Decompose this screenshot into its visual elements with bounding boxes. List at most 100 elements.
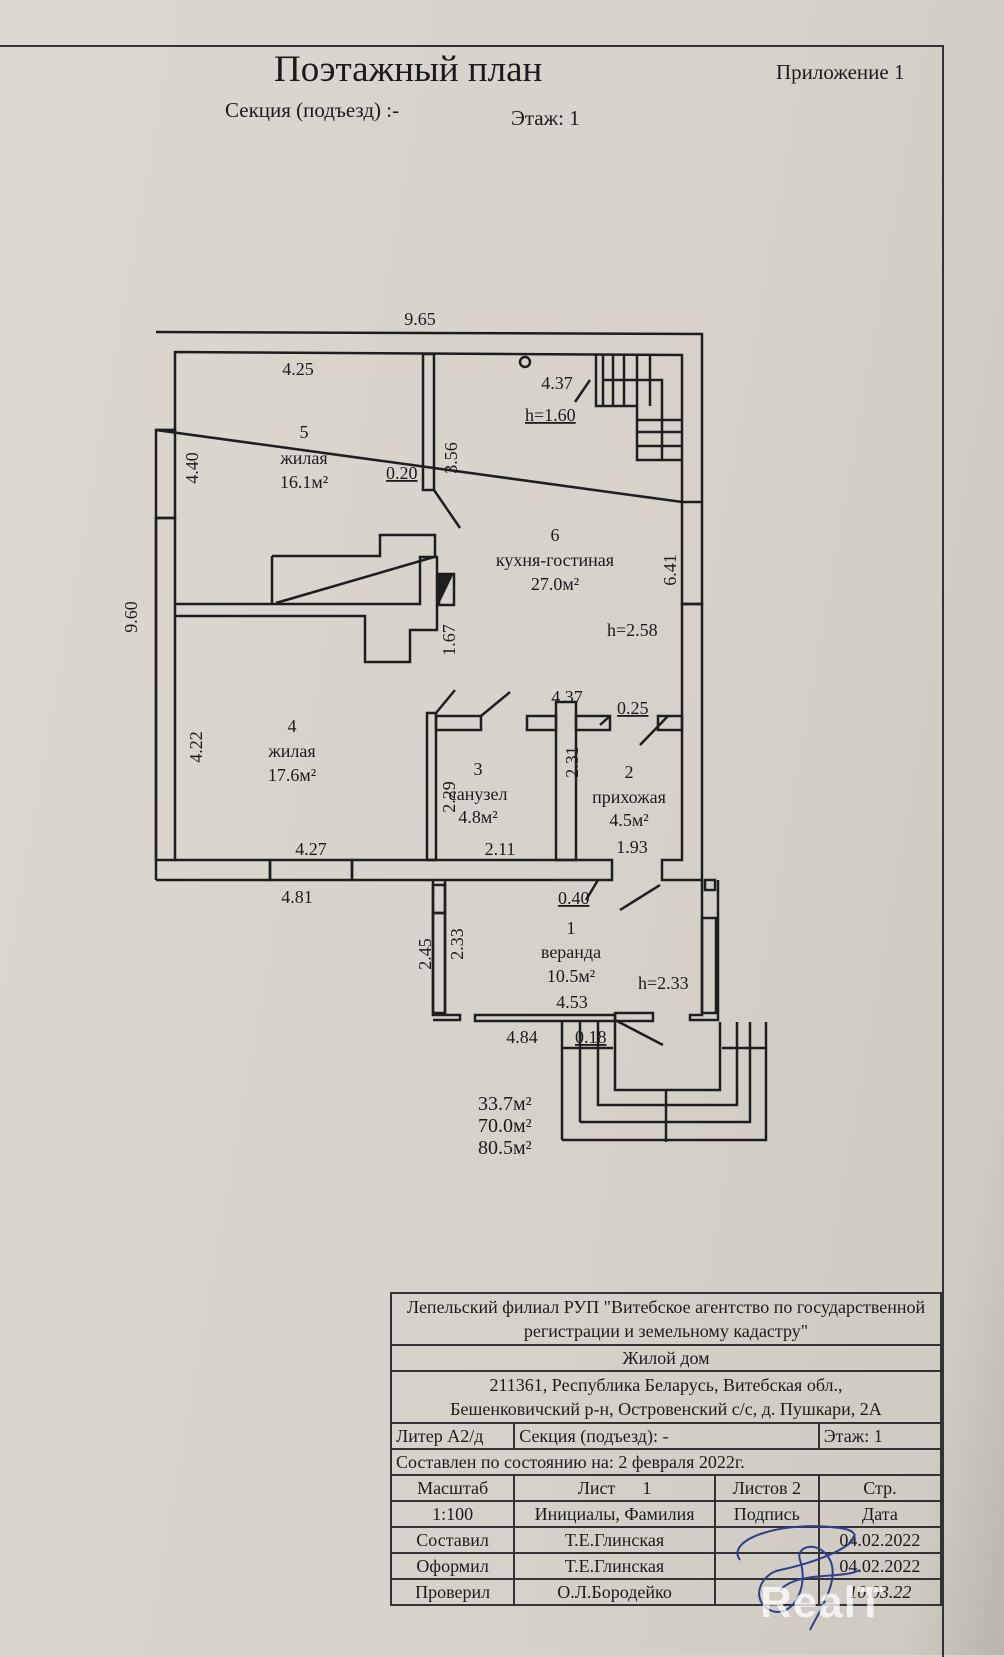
svg-text:10.5м²: 10.5м² — [547, 966, 595, 986]
role: Оформил — [389, 1552, 516, 1580]
date-header: Дата — [817, 1500, 943, 1528]
dim-room6-depth: 6.41 — [660, 554, 680, 586]
scale-value: 1:100 — [389, 1500, 516, 1528]
partition-top — [421, 352, 436, 492]
floor-info: Этаж: 1 — [817, 1422, 943, 1450]
svg-text:санузел: санузел — [449, 784, 508, 804]
veranda-window-left — [431, 911, 447, 1015]
porch-steps — [560, 1022, 768, 1142]
svg-text:1: 1 — [567, 918, 576, 938]
sign-date: 04.02.2022 — [817, 1526, 943, 1554]
svg-text:17.6м²: 17.6м² — [268, 765, 316, 785]
window-right — [680, 500, 704, 606]
svg-text:6: 6 — [551, 525, 560, 545]
ceiling-height-main: h=2.58 — [607, 620, 658, 640]
dim-room4-width: 4.27 — [295, 839, 327, 859]
outer-wall-left — [154, 516, 177, 862]
object-address: 211361, Республика Беларусь, Витебская о… — [390, 1370, 942, 1424]
svg-text:веранда: веранда — [541, 942, 601, 962]
dim-room5-width: 4.25 — [282, 359, 314, 379]
dim-veranda-inner-depth: 2.33 — [447, 928, 467, 960]
dim-stair-height: h=1.60 — [525, 405, 576, 425]
sheet-frame — [0, 45, 944, 1657]
title-block: Лепельский филиал РУП "Витебское агентст… — [389, 1292, 943, 1606]
sheet-info: Лист 1 — [513, 1474, 716, 1502]
section-info: Секция (подъезд): - — [513, 1422, 820, 1450]
appendix-label: Приложение 1 — [776, 60, 905, 84]
role: Составил — [389, 1526, 516, 1554]
area-totals: 33.7м² 70.0м² 80.5м² — [478, 1093, 532, 1159]
signoff-row: Проверил О.Л.Бородейко 10.03.22 — [389, 1578, 943, 1606]
object-name: Жилой дом — [390, 1344, 942, 1372]
svg-text:кухня-гостиная: кухня-гостиная — [496, 550, 614, 570]
riser-pipe — [518, 355, 532, 369]
dim-wall-040: 0.40 — [558, 888, 590, 908]
dim-partition-length: 3.56 — [441, 442, 461, 474]
section-label: Секция (подъезд) :- — [225, 98, 400, 122]
svg-text:16.1м²: 16.1м² — [280, 472, 328, 492]
role: Проверил — [389, 1578, 516, 1606]
stove-chimney — [437, 572, 456, 607]
total-area: 70.0м² — [478, 1115, 532, 1137]
address-line-1: 211361, Республика Беларусь, Витебская о… — [489, 1375, 843, 1395]
dim-stair-width: 4.37 — [541, 373, 573, 393]
dim-room3-width: 2.11 — [485, 839, 516, 859]
window-bottom — [268, 858, 354, 882]
stove-outline — [175, 533, 439, 664]
svg-text:4.5м²: 4.5м² — [609, 810, 648, 830]
dim-overall-depth: 9.60 — [121, 601, 141, 633]
sheets-total: Листов 2 — [713, 1474, 820, 1502]
compiled-date: Составлен по состоянию на: 2 февраля 202… — [390, 1448, 942, 1476]
floor-label: Этаж: 1 — [511, 106, 580, 130]
dim-room2-depth: 2.31 — [562, 746, 582, 778]
person-name: О.Л.Бородейко — [513, 1578, 716, 1606]
dim-veranda-width: 4.53 — [556, 992, 588, 1012]
room-3: 3 санузел 4.8м² — [449, 759, 508, 827]
sheet-label: Лист — [577, 1477, 616, 1498]
scale-label: Масштаб — [389, 1474, 516, 1502]
svg-text:4.8м²: 4.8м² — [458, 807, 497, 827]
veranda-window-right — [700, 916, 718, 1015]
address-line-2: Бешенковичский р-н, Островенский с/с, д.… — [450, 1399, 882, 1419]
watermark-logo: RealT — [760, 1578, 885, 1627]
svg-text:5: 5 — [300, 422, 309, 442]
veranda-window-front — [473, 1013, 617, 1023]
signoff-row: Составил Т.Е.Глинская 04.02.2022 — [389, 1526, 943, 1554]
dim-veranda-outer-depth: 2.45 — [415, 938, 435, 970]
dim-partition-thickness: 0.20 — [386, 463, 418, 483]
dim-room5-depth: 4.40 — [182, 452, 202, 484]
page-title: Поэтажный план — [274, 49, 543, 90]
chimney-fill — [440, 575, 453, 602]
room-1: 1 веранда 10.5м² — [541, 918, 601, 986]
sheet-number: 1 — [642, 1477, 652, 1498]
ceiling-height-veranda: h=2.33 — [638, 973, 689, 993]
dim-partition-025: 0.25 — [617, 698, 649, 718]
person-name: Т.Е.Глинская — [513, 1552, 716, 1580]
initials-header: Инициалы, Фамилия — [513, 1500, 716, 1528]
dim-overall-width: 9.65 — [404, 309, 436, 329]
handwritten-signature — [736, 1525, 861, 1631]
dim-room2-width: 1.93 — [616, 837, 648, 857]
svg-text:прихожая: прихожая — [592, 787, 666, 807]
room-4: 4 жилая 17.6м² — [267, 716, 316, 785]
dim-corridor-width: 4.37 — [551, 687, 583, 707]
svg-text:3: 3 — [474, 759, 483, 779]
page-label: Стр. — [817, 1474, 943, 1502]
sign-date: 10.03.22 — [817, 1578, 943, 1606]
dim-veranda-wall: 0.18 — [575, 1027, 607, 1047]
outer-wall — [155, 330, 704, 504]
svg-text:27.0м²: 27.0м² — [531, 574, 579, 594]
window-left-top — [154, 428, 177, 520]
dim-room3-depth: 2.29 — [439, 781, 459, 813]
svg-text:2: 2 — [625, 762, 634, 782]
staircase — [594, 354, 682, 462]
dim-outer-bottom-left: 4.81 — [281, 887, 313, 907]
outer-wall-right — [660, 602, 704, 882]
signature-header: Подпись — [713, 1500, 820, 1528]
room-6: 6 кухня-гостиная 27.0м² — [496, 525, 614, 594]
person-name: Т.Е.Глинская — [513, 1526, 716, 1554]
partition-bath-left — [425, 711, 438, 862]
dim-opening: 1.67 — [439, 624, 459, 656]
